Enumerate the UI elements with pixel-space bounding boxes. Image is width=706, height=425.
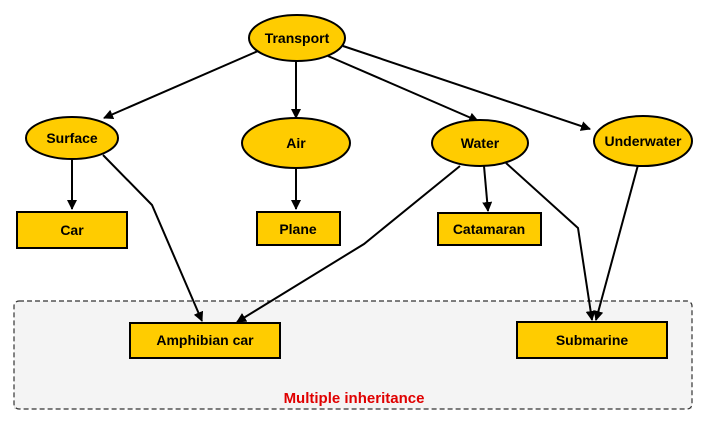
edges — [67, 45, 639, 323]
node-air-shape — [241, 117, 351, 169]
edge-transport-underwater — [342, 45, 591, 131]
edge-transport-surface — [103, 50, 259, 119]
edge-surface-amphibian-car — [102, 154, 204, 322]
node-amphibian-car-shape — [129, 322, 281, 359]
node-water-label: Water — [461, 135, 500, 151]
node-water: Water — [431, 119, 529, 167]
node-surface-shape — [25, 116, 119, 160]
node-amphibian-car-label: Amphibian car — [156, 332, 254, 348]
node-surface-label: Surface — [46, 130, 98, 146]
group-label: Multiple inheritance — [284, 390, 425, 407]
node-car: Car — [16, 211, 128, 249]
node-submarine: Submarine — [516, 321, 668, 359]
node-submarine-label: Submarine — [556, 332, 629, 348]
node-plane-shape — [256, 211, 341, 246]
node-car-label: Car — [60, 222, 84, 238]
node-amphibian-car: Amphibian car — [129, 322, 281, 359]
node-air: Air — [241, 117, 351, 169]
node-water-shape — [431, 119, 529, 167]
node-underwater: Underwater — [593, 115, 693, 167]
edge-water-amphibian-car — [236, 165, 461, 323]
node-plane: Plane — [256, 211, 341, 246]
edge-transport-water — [327, 55, 479, 123]
node-underwater-label: Underwater — [604, 133, 682, 149]
node-transport: Transport — [248, 14, 346, 62]
node-catamaran-shape — [437, 212, 542, 246]
node-transport-label: Transport — [265, 30, 330, 46]
node-submarine-shape — [516, 321, 668, 359]
node-car-shape — [16, 211, 128, 249]
node-plane-label: Plane — [279, 221, 317, 237]
node-air-label: Air — [286, 135, 306, 151]
edge-underwater-submarine — [593, 164, 639, 321]
node-transport-shape — [248, 14, 346, 62]
edge-water-submarine — [505, 162, 596, 321]
node-underwater-shape — [593, 115, 693, 167]
edge-water-catamaran — [482, 165, 493, 212]
node-catamaran: Catamaran — [437, 212, 542, 246]
node-surface: Surface — [25, 116, 119, 160]
node-catamaran-label: Catamaran — [453, 221, 525, 237]
